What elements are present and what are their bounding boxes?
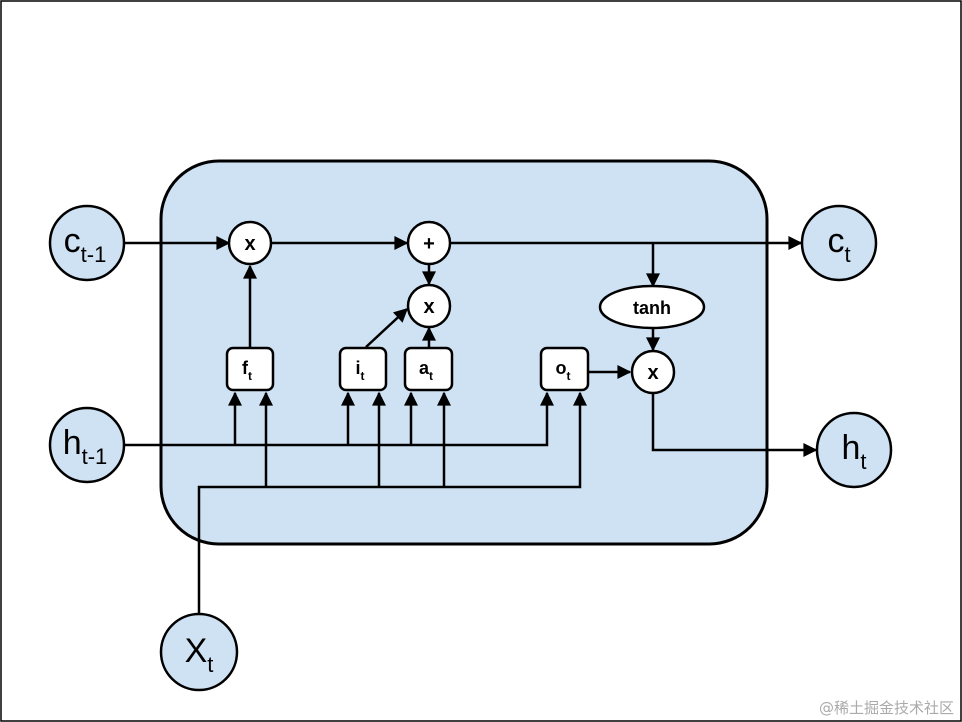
forget-gate-label: f <box>242 358 249 378</box>
node-h-prev: ht-1 <box>48 406 126 484</box>
svg-text:ht: ht <box>841 429 866 474</box>
input-mult-op: x <box>406 283 452 329</box>
output-gate-sub: t <box>567 369 571 383</box>
node-h-prev-sub: t-1 <box>82 444 108 469</box>
svg-text:at: at <box>419 358 433 383</box>
lstm-cell <box>159 159 769 546</box>
tanh-label: tanh <box>633 298 671 318</box>
node-c-prev: ct-1 <box>48 204 126 282</box>
node-c-t-label: c <box>827 222 844 260</box>
svg-text:ot: ot <box>556 358 571 383</box>
output-mult-symbol: x <box>647 362 658 384</box>
node-h-t-label: h <box>841 429 860 467</box>
input-gate: it <box>338 346 388 392</box>
svg-text:it: it <box>355 358 364 383</box>
candidate-gate: at <box>403 346 454 392</box>
add-symbol: + <box>423 233 435 255</box>
node-c-prev-sub: t-1 <box>81 242 107 267</box>
candidate-gate-sub: t <box>429 369 433 383</box>
node-x-t-label: X <box>185 632 208 670</box>
svg-text:ct: ct <box>827 222 850 267</box>
node-x-t-sub: t <box>207 652 213 677</box>
node-h-t-sub: t <box>860 449 866 474</box>
watermark: @稀土掘金技术社区 <box>819 699 954 717</box>
output-mult-op: x <box>630 349 676 395</box>
svg-text:ht-1: ht-1 <box>63 424 108 469</box>
output-gate: ot <box>539 346 590 392</box>
forget-mult-op: x <box>227 220 273 266</box>
input-gate-label: i <box>355 358 360 378</box>
svg-text:ct-1: ct-1 <box>64 222 107 267</box>
node-h-prev-label: h <box>63 424 82 462</box>
forget-mult-symbol: x <box>244 233 255 255</box>
add-op: + <box>406 220 452 266</box>
node-c-t: ct <box>800 204 878 282</box>
forget-gate-sub: t <box>248 369 252 383</box>
wire-input-gate-to-input-mult <box>365 308 409 348</box>
input-gate-sub: t <box>361 369 365 383</box>
node-c-prev-label: c <box>64 222 81 260</box>
tanh-op: tanh <box>598 284 706 330</box>
wire-xt-bus <box>197 391 587 613</box>
forget-gate: ft <box>225 346 275 392</box>
svg-text:Xt: Xt <box>185 632 214 677</box>
input-mult-symbol: x <box>423 296 434 318</box>
output-gate-label: o <box>556 358 567 378</box>
node-h-t: ht <box>815 411 893 489</box>
node-x-t: Xt <box>159 612 239 692</box>
node-c-t-sub: t <box>844 242 850 267</box>
wire-output-mult-to-ht <box>651 394 818 457</box>
candidate-gate-label: a <box>419 358 430 378</box>
svg-text:ft: ft <box>242 358 252 383</box>
